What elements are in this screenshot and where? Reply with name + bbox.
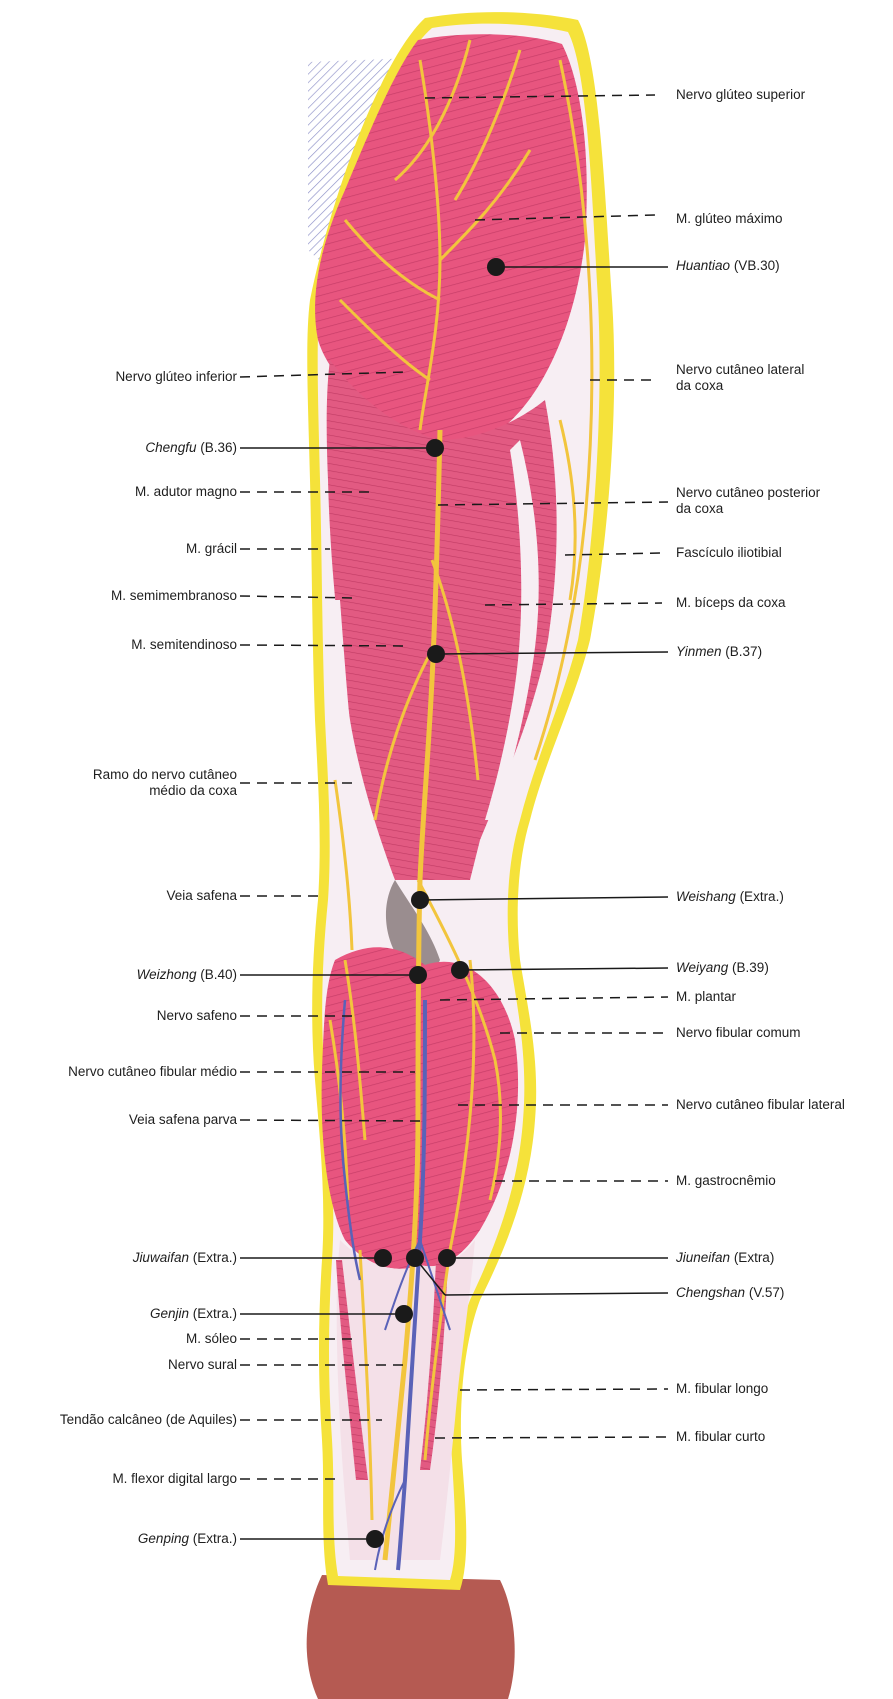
weishang-code: (Extra.) — [740, 889, 784, 904]
label-tendao-calcaneo: Tendão calcâneo (de Aquiles) — [60, 1412, 237, 1428]
huantiao-name: Huantiao — [676, 258, 730, 273]
point-jiuwaifan — [374, 1249, 392, 1267]
label-weizhong: Weizhong (B.40) — [137, 967, 237, 983]
label-nervo-gluteo-inferior: Nervo glúteo inferior — [115, 369, 237, 385]
genjin-code: (Extra.) — [193, 1306, 237, 1321]
jiuwaifan-name: Jiuwaifan — [133, 1250, 189, 1265]
point-yinmen — [427, 645, 445, 663]
label-m-fibular-curto: M. fibular curto — [676, 1429, 765, 1445]
weishang-name: Weishang — [676, 889, 736, 904]
jiuneifan-name: Jiuneifan — [676, 1250, 730, 1265]
genping-name: Genping — [138, 1531, 189, 1546]
label-m-semitendinoso: M. semitendinoso — [131, 637, 237, 653]
label-m-biceps-coxa: M. bíceps da coxa — [676, 595, 786, 611]
label-weiyang: Weiyang (B.39) — [676, 960, 769, 976]
label-weishang: Weishang (Extra.) — [676, 889, 784, 905]
jiuwaifan-code: (Extra.) — [193, 1250, 237, 1265]
label-m-adutor-magno: M. adutor magno — [135, 484, 237, 500]
point-weizhong — [409, 966, 427, 984]
label-genping: Genping (Extra.) — [138, 1531, 237, 1547]
label-m-flexor-digital-largo: M. flexor digital largo — [112, 1471, 237, 1487]
point-jiuneifan — [438, 1249, 456, 1267]
point-chengfu — [426, 439, 444, 457]
chengfu-name: Chengfu — [145, 440, 196, 455]
label-nervo-safeno: Nervo safeno — [157, 1008, 237, 1024]
label-chengshan: Chengshan (V.57) — [676, 1285, 784, 1301]
label-jiuwaifan: Jiuwaifan (Extra.) — [133, 1250, 237, 1266]
nervo-cutaneo-posterior-line2: da coxa — [676, 501, 820, 517]
label-nervo-gluteo-superior: Nervo glúteo superior — [676, 87, 805, 103]
weizhong-name: Weizhong — [137, 967, 197, 982]
huantiao-code: (VB.30) — [734, 258, 780, 273]
weizhong-code: (B.40) — [200, 967, 237, 982]
jiuneifan-code: (Extra) — [734, 1250, 775, 1265]
label-veia-safena-parva: Veia safena parva — [129, 1112, 237, 1128]
label-nervo-sural: Nervo sural — [168, 1357, 237, 1373]
chengshan-code: (V.57) — [749, 1285, 785, 1300]
genping-code: (Extra.) — [193, 1531, 237, 1546]
label-m-gracil: M. grácil — [186, 541, 237, 557]
genjin-name: Genjin — [150, 1306, 189, 1321]
label-m-semimembranoso: M. semimembranoso — [111, 588, 237, 604]
label-yinmen: Yinmen (B.37) — [676, 644, 762, 660]
label-nervo-fibular-comum: Nervo fibular comum — [676, 1025, 801, 1041]
nervo-cutaneo-posterior-line1: Nervo cutâneo posterior — [676, 485, 820, 501]
yinmen-code: (B.37) — [725, 644, 762, 659]
label-m-fibular-longo: M. fibular longo — [676, 1381, 768, 1397]
yinmen-name: Yinmen — [676, 644, 722, 659]
chengfu-code: (B.36) — [200, 440, 237, 455]
label-chengfu: Chengfu (B.36) — [145, 440, 237, 456]
label-m-gluteo-maximo: M. glúteo máximo — [676, 211, 783, 227]
ramo-nervo-line1: Ramo do nervo cutâneo — [93, 767, 237, 783]
label-nervo-cutaneo-fibular-lateral: Nervo cutâneo fibular lateral — [676, 1097, 845, 1113]
point-genping — [366, 1530, 384, 1548]
nervo-cutaneo-lateral-line2: da coxa — [676, 378, 804, 394]
heel-skin — [307, 1575, 515, 1699]
label-m-gastrocnemio: M. gastrocnêmio — [676, 1173, 776, 1189]
label-veia-safena: Veia safena — [166, 888, 237, 904]
label-huantiao: Huantiao (VB.30) — [676, 258, 780, 274]
nervo-cutaneo-lateral-line1: Nervo cutâneo lateral — [676, 362, 804, 378]
label-jiuneifan: Jiuneifan (Extra) — [676, 1250, 774, 1266]
weiyang-code: (B.39) — [732, 960, 769, 975]
label-fasciculo-iliotibial: Fascículo iliotibial — [676, 545, 782, 561]
label-genjin: Genjin (Extra.) — [150, 1306, 237, 1322]
chengshan-name: Chengshan — [676, 1285, 745, 1300]
point-weiyang — [451, 961, 469, 979]
point-genjin — [395, 1305, 413, 1323]
label-m-soleo: M. sóleo — [186, 1331, 237, 1347]
ramo-nervo-line2: médio da coxa — [93, 783, 237, 799]
point-weishang — [411, 891, 429, 909]
label-nervo-cutaneo-fibular-medio: Nervo cutâneo fibular médio — [68, 1064, 237, 1080]
point-huantiao — [487, 258, 505, 276]
weiyang-name: Weiyang — [676, 960, 728, 975]
point-chengshan — [406, 1249, 424, 1267]
label-m-plantar: M. plantar — [676, 989, 736, 1005]
